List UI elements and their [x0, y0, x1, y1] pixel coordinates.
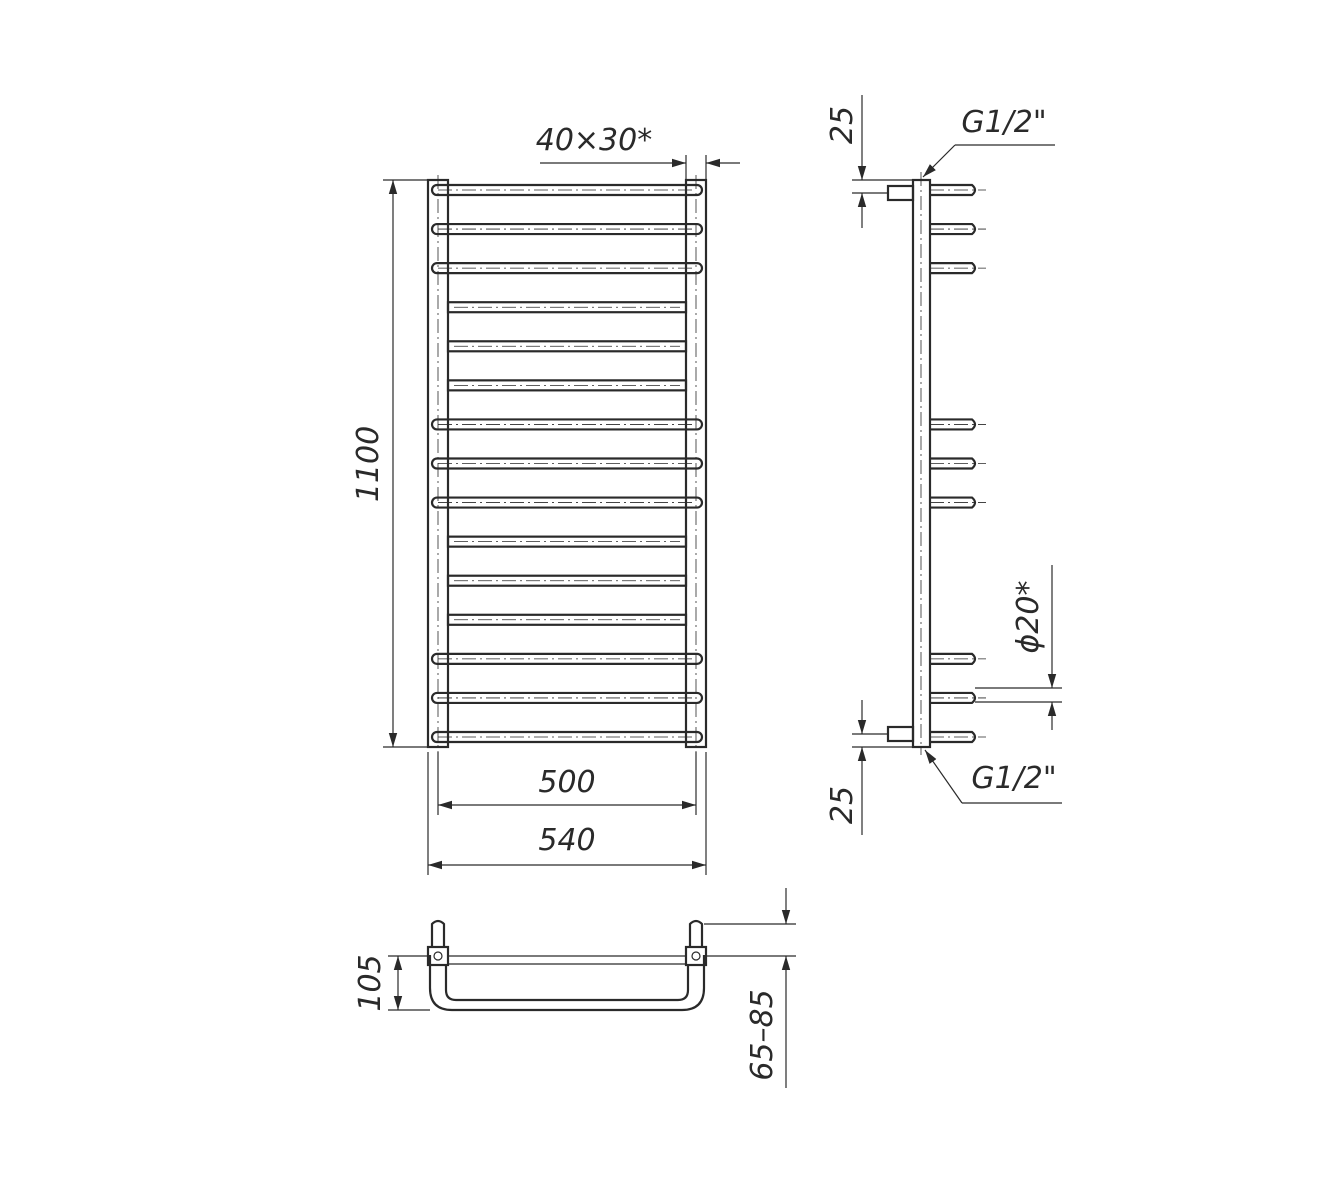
- wall-distance-label: 65–85: [745, 989, 780, 1080]
- crossbar: [446, 340, 688, 353]
- side-rung: [930, 496, 977, 509]
- crossbar: [430, 418, 704, 431]
- crossbar: [430, 691, 704, 705]
- wall-distance-dimension: 65–85: [704, 888, 796, 1088]
- top-thread-label: G1/2": [961, 105, 1046, 140]
- bottom-thread-callout: G1/2": [924, 749, 1062, 804]
- crossbar: [430, 496, 704, 509]
- side-rungs: [930, 183, 986, 744]
- side-rung: [930, 691, 977, 705]
- crossbar: [430, 183, 704, 197]
- crossbar: [446, 535, 688, 548]
- top-view: [426, 919, 708, 1012]
- crossbar: [430, 730, 704, 744]
- top-offset-label: 25: [825, 106, 860, 144]
- width-dimensions: 500 540: [427, 752, 707, 875]
- crossbar: [430, 222, 704, 236]
- profile-dimension: 40×30*: [536, 123, 740, 180]
- crossbar: [446, 574, 688, 587]
- crossbars: [430, 183, 704, 744]
- side-rung: [930, 730, 977, 744]
- crossbar: [430, 262, 704, 275]
- height-dimension: 1100: [351, 179, 428, 748]
- right-bar-section: [691, 951, 701, 961]
- top-inlet-pipe: [886, 184, 915, 202]
- crossbar: [430, 457, 704, 470]
- outer-width-label: 540: [538, 823, 595, 858]
- side-rung: [930, 652, 977, 665]
- right-inlet-stub: [688, 919, 704, 947]
- side-rung: [930, 457, 977, 470]
- height-label: 1100: [351, 426, 386, 502]
- bottom-offset-dimension: 25: [825, 700, 913, 835]
- bar-loop-inner: [444, 964, 690, 1002]
- top-offset-dimension: 25: [825, 95, 913, 228]
- side-rung: [930, 183, 977, 197]
- bottom-thread-label: G1/2": [971, 761, 1056, 796]
- left-bar-section: [433, 951, 443, 961]
- bar-loop-outer: [428, 955, 706, 1012]
- side-view: [886, 172, 986, 755]
- crossbar: [446, 301, 688, 314]
- left-inlet-stub: [430, 919, 446, 947]
- depth-label: 105: [353, 954, 388, 1011]
- bottom-offset-label: 25: [825, 786, 860, 824]
- depth-dimension: 105: [353, 954, 430, 1012]
- side-rung: [930, 222, 977, 236]
- crossbar: [446, 379, 688, 392]
- side-collector: [911, 178, 932, 749]
- crossbar: [446, 613, 688, 626]
- inner-width-label: 500: [538, 765, 595, 800]
- side-rung: [930, 418, 977, 431]
- front-view: [426, 175, 708, 752]
- bottom-inlet-pipe: [886, 725, 915, 743]
- crossbar: [430, 652, 704, 665]
- profile-label: 40×30*: [536, 123, 652, 158]
- top-thread-callout: G1/2": [922, 105, 1055, 178]
- bar-diameter-label: ϕ20*: [1011, 581, 1046, 654]
- side-rung: [930, 262, 977, 275]
- bar-diameter-dimension: ϕ20*: [975, 565, 1062, 730]
